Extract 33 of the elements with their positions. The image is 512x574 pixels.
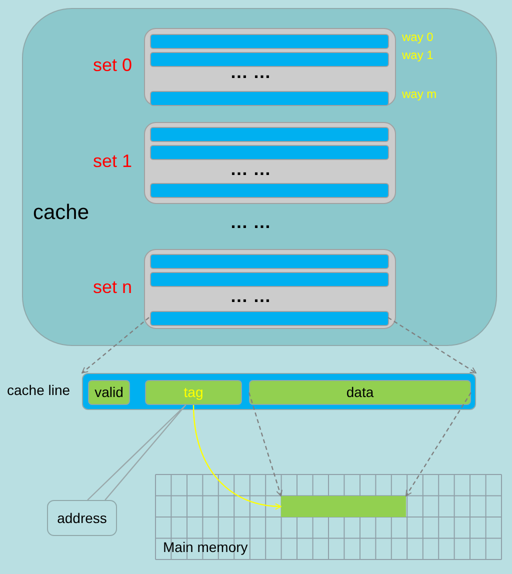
callout-box: address [47, 500, 117, 536]
arrow [192, 404, 282, 510]
way-bar [150, 127, 389, 142]
memory-block [281, 496, 406, 517]
way-bar [150, 52, 389, 67]
way-label: way 1 [402, 48, 434, 62]
cache-panel [22, 8, 497, 346]
cache-line-label: cache line [7, 382, 70, 398]
arrow [406, 392, 472, 496]
ellipsis-text: … … [230, 286, 272, 307]
way-bar [150, 311, 389, 326]
arrow [388, 317, 476, 374]
field-box: data [249, 380, 471, 405]
way-bar [150, 272, 389, 287]
way-bar [150, 183, 389, 198]
ellipsis-text: … … [230, 62, 272, 83]
memory-label: Main memory [163, 539, 248, 555]
cache-label: cache [33, 201, 90, 225]
way-label: way 0 [402, 30, 434, 44]
way-bar [150, 254, 389, 269]
arrow [82, 317, 150, 374]
set-label: set n [93, 277, 132, 298]
set-label: set 1 [93, 151, 132, 172]
set-label: set 0 [93, 55, 132, 76]
way-bar [150, 145, 389, 160]
way-bar [150, 34, 389, 49]
field-box: valid [88, 380, 130, 405]
ellipsis-text: … … [230, 212, 272, 233]
callout-pointer [87, 404, 186, 501]
field-box: tag [145, 380, 242, 405]
way-bar [150, 91, 389, 106]
way-label: way m [402, 87, 437, 101]
ellipsis-text: … … [230, 159, 272, 180]
